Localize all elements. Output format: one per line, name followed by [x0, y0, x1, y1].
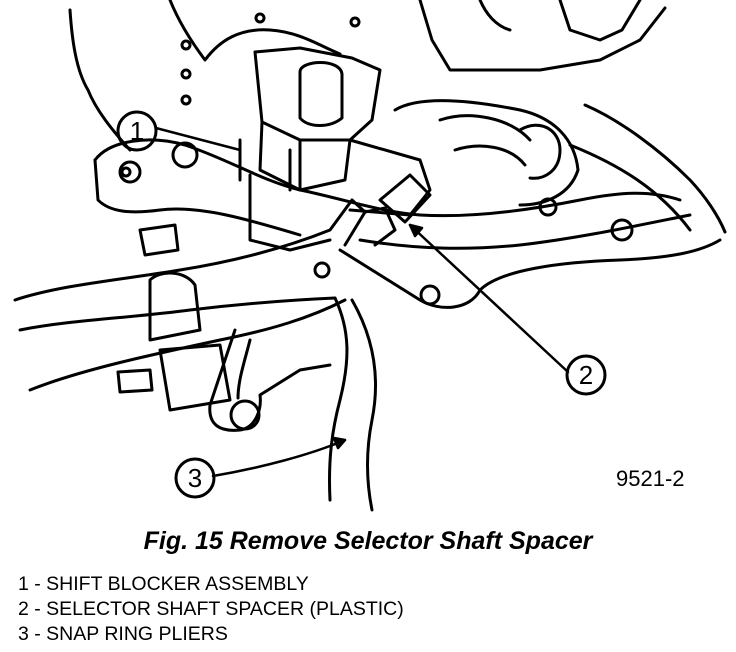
callout-circle-1 [116, 110, 158, 152]
selector-shaft-fitting [116, 223, 232, 412]
transmission-housing [68, 0, 727, 234]
callout-label-2: 2 [579, 360, 593, 390]
figure-caption: Fig. 15 Remove Selector Shaft Spacer [143, 527, 593, 555]
shift-blocker-assembly [248, 46, 580, 252]
housing-rail [93, 138, 722, 309]
legend-item: 1 - SHIFT BLOCKER ASSEMBLY [18, 573, 309, 595]
callout-label-3: 3 [188, 463, 202, 493]
technical-illustration: 1 2 3 [13, 0, 727, 512]
spring-wire [208, 328, 332, 432]
figure-id: 9521-2 [616, 466, 685, 491]
snap-ring-pliers [13, 198, 397, 512]
legend-item: 3 - SNAP RING PLIERS [18, 623, 228, 645]
leader-lines [154, 126, 570, 478]
callout-circle-2 [565, 354, 607, 396]
legend-list: 1 - SHIFT BLOCKER ASSEMBLY 2 - SELECTOR … [18, 572, 404, 647]
legend-item: 2 - SELECTOR SHAFT SPACER (PLASTIC) [18, 598, 404, 620]
callout-circle-3 [174, 457, 216, 499]
callout-label-1: 1 [130, 116, 144, 146]
